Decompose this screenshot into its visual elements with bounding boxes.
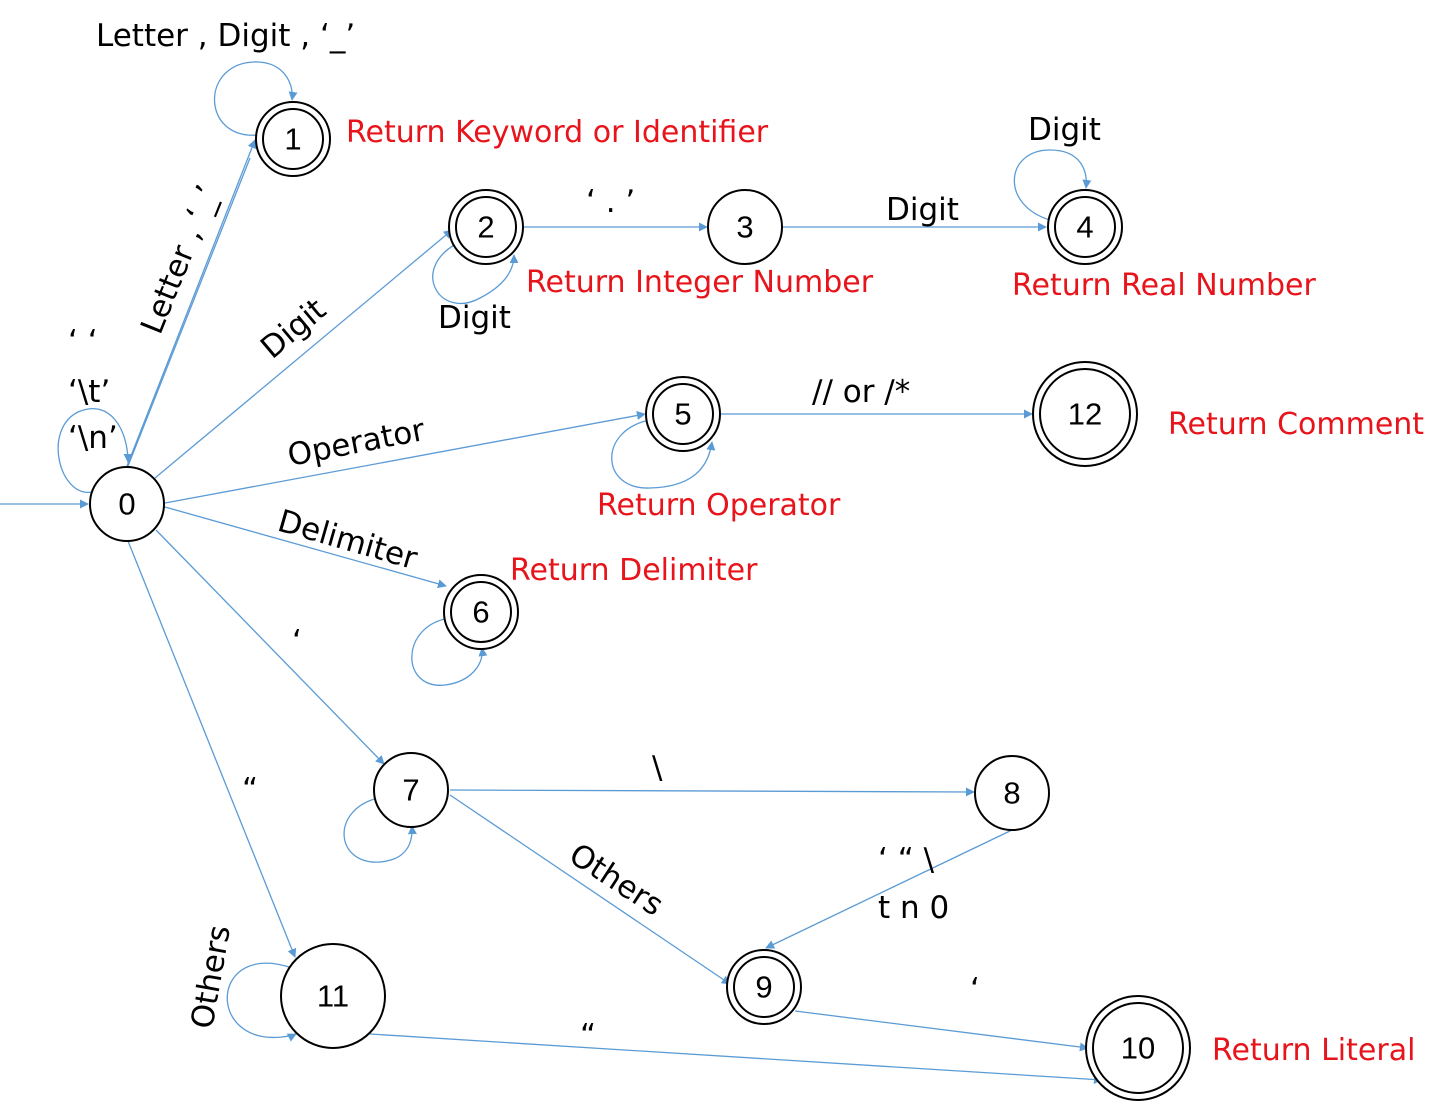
state-8: 8 xyxy=(974,755,1050,831)
state-2: 2 xyxy=(448,189,524,265)
edge-9-to-10 xyxy=(794,1010,1089,1052)
edge-7-loop xyxy=(343,797,417,863)
label-s8-to-9-line2: t n 0 xyxy=(878,890,949,926)
edge-7-to-8 xyxy=(449,787,975,797)
state-7: 7 xyxy=(373,752,449,828)
edge-0-to-2 xyxy=(154,229,453,479)
result-s4: Return Real Number xyxy=(1012,268,1316,303)
state-8-label: 8 xyxy=(1003,776,1020,811)
label-s2-to-3: ‘ . ’ xyxy=(586,184,635,220)
state-11: 11 xyxy=(280,943,386,1049)
edge-5-loop xyxy=(611,419,716,489)
state-6: 6 xyxy=(443,574,519,650)
result-s6: Return Delimiter xyxy=(510,553,758,588)
state-0: 0 xyxy=(89,466,165,542)
edge-0-to-11 xyxy=(127,540,297,958)
state-1-label: 1 xyxy=(284,122,301,157)
state-5-label: 5 xyxy=(674,397,691,432)
state-7-label: 7 xyxy=(402,773,419,808)
states: 0 1 2 3 4 5 6 xyxy=(89,101,1191,1101)
label-s9-to-10: ‘ xyxy=(970,972,980,1008)
label-s3-to-4: Digit xyxy=(886,192,959,228)
state-11-label: 11 xyxy=(317,979,349,1014)
state-3-label: 3 xyxy=(736,210,753,245)
result-s1: Return Keyword or Identifier xyxy=(346,115,769,150)
label-s0-to-5: Operator xyxy=(285,412,428,474)
edge-0-to-1 xyxy=(126,139,257,467)
result-s10: Return Literal xyxy=(1212,1033,1415,1068)
state-2-label: 2 xyxy=(477,210,494,245)
state-5: 5 xyxy=(645,376,721,452)
label-s4-loop: Digit xyxy=(1028,112,1101,148)
state-9: 9 xyxy=(726,949,802,1025)
label-s7-to-8: \ xyxy=(652,750,663,786)
state-4-label: 4 xyxy=(1076,210,1093,245)
label-s0-to-6: Delimiter xyxy=(274,503,422,577)
label-s0-loop-tab: ‘\t’ xyxy=(68,374,110,410)
state-3: 3 xyxy=(707,189,783,265)
edge-11-loop xyxy=(226,962,297,1042)
state-10-label: 10 xyxy=(1121,1031,1155,1066)
state-12: 12 xyxy=(1032,361,1138,467)
label-s0-to-7: ‘ xyxy=(292,624,302,660)
state-12-label: 12 xyxy=(1068,397,1102,432)
edge-4-loop xyxy=(1013,149,1092,221)
label-s0-loop-newline: ‘\n’ xyxy=(68,420,118,456)
state-1: 1 xyxy=(255,101,331,177)
edge-6-loop xyxy=(411,617,488,686)
label-s0-to-2: Digit xyxy=(254,292,333,366)
label-s11-to-10: “ xyxy=(580,1018,596,1054)
label-s7-to-9: Others xyxy=(563,837,670,924)
result-s5: Return Operator xyxy=(597,488,841,523)
edge-8-to-9 xyxy=(765,829,1013,949)
state-4: 4 xyxy=(1047,189,1123,265)
result-s12: Return Comment xyxy=(1168,407,1424,442)
state-9-label: 9 xyxy=(755,970,772,1005)
edge-11-to-10 xyxy=(369,1033,1103,1084)
state-6-label: 6 xyxy=(472,595,489,630)
label-s2-loop: Digit xyxy=(438,300,511,336)
edge-1-loop xyxy=(214,61,298,136)
label-s8-to-9-line1: ‘ “ \ xyxy=(878,842,935,878)
edge-7-to-9 xyxy=(449,794,731,985)
label-s5-to-12: // or /* xyxy=(812,374,910,410)
edge-0-to-7 xyxy=(155,529,385,765)
edge-0-to-5 xyxy=(164,411,646,504)
edge-2-loop xyxy=(432,243,519,305)
edge-0-to-6 xyxy=(164,506,447,589)
result-labels: Return Keyword or Identifier Return Inte… xyxy=(346,115,1424,1068)
edges xyxy=(0,61,1103,1084)
state-10: 10 xyxy=(1085,995,1191,1101)
label-s0-loop-space: ‘ ‘ xyxy=(68,324,98,360)
edge-1-to-0 xyxy=(127,157,251,467)
label-s0-to-11: “ xyxy=(242,772,258,808)
label-s0-to-1: Letter , ‘_’ xyxy=(134,180,226,339)
transition-labels: Letter , Digit , ‘_’ Letter , ‘_’ Digit … xyxy=(68,18,1101,1054)
label-s11-loop: Others xyxy=(184,923,238,1032)
state-0-label: 0 xyxy=(118,487,135,522)
result-s2: Return Integer Number xyxy=(526,265,874,300)
label-s1-loop: Letter , Digit , ‘_’ xyxy=(96,18,355,54)
edge-0-loop xyxy=(57,408,133,493)
